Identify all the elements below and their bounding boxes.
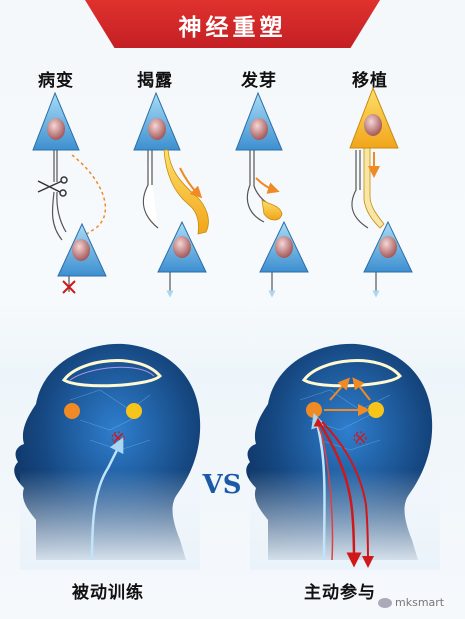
dashed-pathway [71,154,107,237]
nucleus [250,118,268,140]
head-passive [14,343,201,570]
panel-label-sprouting: 发芽 [241,71,277,91]
old-dendrite [351,150,369,229]
watermark: mksmart [378,596,444,609]
vs-label: VS [202,470,242,500]
nucleus [364,114,382,136]
orange-arrow [255,177,280,194]
sprout [261,199,283,221]
panel-label-transplant: 移植 [352,71,388,91]
page-title: 神经重塑 [178,15,287,41]
panel-unmasking [133,91,209,298]
nucleus [148,118,166,140]
descending-pathway-red-1 [316,419,362,568]
caption-active-participation: 主动参与 [304,583,376,603]
caption-passive-training: 被动训练 [72,583,144,603]
passive-pathway [90,437,124,561]
watermark-text: mksmart [395,596,445,609]
blocked-x-icon [62,280,76,294]
ascending-pathway-red [313,417,334,561]
scissors-icon [37,176,68,197]
dendrite [142,150,159,229]
blocked-x-icon [353,431,367,445]
panel-label-lesion: 病变 [38,71,74,91]
head-fade [20,470,200,570]
nucleus [275,236,293,258]
orange-node [306,402,322,418]
feedback-arrows [324,377,371,416]
ascending-pathway [311,412,326,561]
brain-arc [301,359,403,388]
nucleus [47,118,65,140]
nucleus [173,236,191,258]
yellow-node [368,402,384,418]
axon [51,150,67,241]
wechat-icon [378,598,392,608]
brain-arc [61,359,163,388]
nucleus [72,239,90,261]
nucleus [379,236,397,258]
head-active [246,343,440,570]
orange-node [64,403,80,419]
transplanted-axon [363,129,385,229]
orange-arrow [179,167,203,199]
descending-pathway-red-2 [321,421,374,568]
panel-label-unmasking: 揭露 [137,71,173,91]
panel-transplant [349,86,413,298]
brain-glow [69,366,155,381]
panel-lesion [32,91,107,294]
unmasked-pathway [163,149,209,235]
panel-sprouting [235,91,309,298]
title-banner: 神经重塑 [85,0,380,48]
head-fade [250,470,440,570]
yellow-node [126,403,142,419]
